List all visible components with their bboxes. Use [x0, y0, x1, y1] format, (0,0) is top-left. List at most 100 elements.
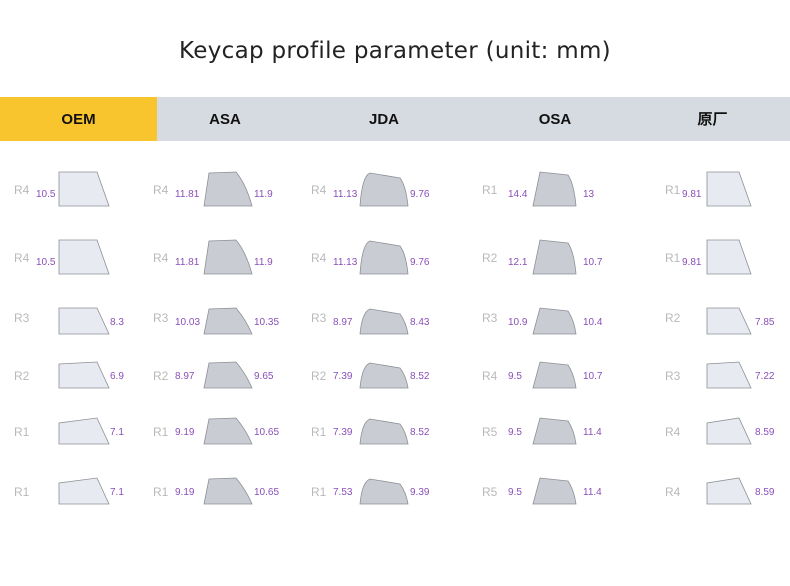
keycap-profile-shape	[58, 239, 110, 275]
right-height-value: 8.3	[110, 317, 124, 328]
keycap-profile-shape	[203, 417, 253, 445]
keycap-profile-shape	[532, 307, 577, 335]
left-height-value: 8.97	[175, 371, 195, 382]
left-height-value: 12.1	[508, 257, 528, 268]
keycap-profile-shape	[359, 478, 409, 505]
left-height-value: 8.97	[333, 317, 353, 328]
left-height-value: 7.39	[333, 427, 353, 438]
right-height-value: 9.76	[410, 257, 430, 268]
row-label: R1	[311, 485, 327, 499]
row-label: R2	[311, 369, 327, 383]
right-height-value: 8.52	[410, 427, 430, 438]
keycap-profile-shape	[706, 307, 752, 335]
left-height-value: 10.9	[508, 317, 528, 328]
row-label: R4	[311, 183, 327, 197]
left-height-value: 11.81	[175, 189, 200, 200]
left-height-value: 10.5	[36, 189, 56, 200]
row-label: R1	[482, 183, 498, 197]
keycap-profile-shape	[706, 171, 752, 207]
right-height-value: 11.9	[254, 257, 273, 268]
row-label: R1	[153, 485, 169, 499]
row-label: R4	[482, 369, 498, 383]
tab-osa[interactable]: OSA	[538, 111, 572, 128]
right-height-value: 8.43	[410, 317, 430, 328]
left-height-value: 11.81	[175, 257, 200, 268]
row-label: R4	[665, 425, 681, 439]
keycap-profile-shape	[58, 307, 110, 335]
right-height-value: 10.4	[583, 317, 603, 328]
keycap-profile-shape	[532, 361, 577, 389]
keycap-profile-shape	[359, 240, 409, 275]
row-label: R5	[482, 425, 498, 439]
right-height-value: 7.1	[110, 427, 124, 438]
row-label: R2	[153, 369, 169, 383]
row-label: R3	[14, 311, 30, 325]
left-height-value: 9.19	[175, 487, 195, 498]
left-height-value: 11.13	[333, 189, 358, 200]
keycap-profile-shape	[706, 417, 752, 445]
row-label: R4	[14, 183, 30, 197]
keycap-profile-shape	[532, 171, 577, 207]
left-height-value: 9.5	[508, 371, 522, 382]
tab-oem[interactable]: OEM	[0, 97, 157, 141]
left-height-value: 9.5	[508, 427, 522, 438]
left-height-value: 11.13	[333, 257, 358, 268]
right-height-value: 10.65	[254, 487, 280, 498]
row-label: R4	[153, 183, 169, 197]
right-height-value: 7.22	[755, 371, 775, 382]
right-height-value: 8.59	[755, 427, 775, 438]
right-height-value: 8.52	[410, 371, 430, 382]
right-height-value: 9.76	[410, 189, 430, 200]
row-label: R3	[311, 311, 327, 325]
row-label: R1	[665, 183, 681, 197]
keycap-profile-shape	[532, 239, 577, 275]
left-height-value: 9.5	[508, 487, 522, 498]
right-height-value: 11.4	[583, 427, 602, 438]
right-height-value: 9.39	[410, 487, 430, 498]
row-label: R4	[153, 251, 169, 265]
left-height-value: 9.81	[682, 189, 702, 200]
left-height-value: 9.81	[682, 257, 702, 268]
right-height-value: 11.4	[583, 487, 602, 498]
row-label: R4	[665, 485, 681, 499]
tab-original[interactable]: 原厂	[697, 111, 728, 128]
right-height-value: 11.9	[254, 189, 273, 200]
keycap-profile-shape	[359, 172, 409, 207]
left-height-value: 9.19	[175, 427, 195, 438]
keycap-profile-shape	[203, 361, 253, 389]
right-height-value: 7.1	[110, 487, 124, 498]
keycap-profile-shape	[359, 418, 409, 445]
right-height-value: 9.65	[254, 371, 274, 382]
row-label: R1	[14, 485, 30, 499]
row-label: R2	[14, 369, 30, 383]
row-label: R3	[482, 311, 498, 325]
keycap-profile-shape	[203, 477, 253, 505]
tab-jda[interactable]: JDA	[368, 111, 399, 128]
row-label: R4	[14, 251, 30, 265]
row-label: R5	[482, 485, 498, 499]
right-height-value: 10.35	[254, 317, 280, 328]
left-height-value: 14.4	[508, 189, 528, 200]
right-height-value: 10.7	[583, 371, 603, 382]
row-label: R1	[665, 251, 681, 265]
left-height-value: 7.39	[333, 371, 353, 382]
row-label: R1	[14, 425, 30, 439]
keycap-profile-shape	[203, 239, 253, 275]
keycap-profile-shape	[58, 417, 110, 445]
row-label: R1	[311, 425, 327, 439]
row-label: R3	[665, 369, 681, 383]
keycap-profile-shape	[359, 308, 409, 335]
right-height-value: 10.7	[583, 257, 603, 268]
keycap-profile-shape	[532, 417, 577, 445]
tab-asa[interactable]: ASA	[209, 111, 241, 128]
keycap-profile-shape	[706, 477, 752, 505]
left-height-value: 10.5	[36, 257, 56, 268]
keycap-profile-shape	[359, 362, 409, 389]
row-label: R3	[153, 311, 169, 325]
right-height-value: 13	[583, 189, 595, 200]
right-height-value: 6.9	[110, 371, 124, 382]
row-label: R1	[153, 425, 169, 439]
profile-tab-bar: OEM ASA JDA OSA 原厂	[0, 97, 790, 141]
right-height-value: 10.65	[254, 427, 280, 438]
